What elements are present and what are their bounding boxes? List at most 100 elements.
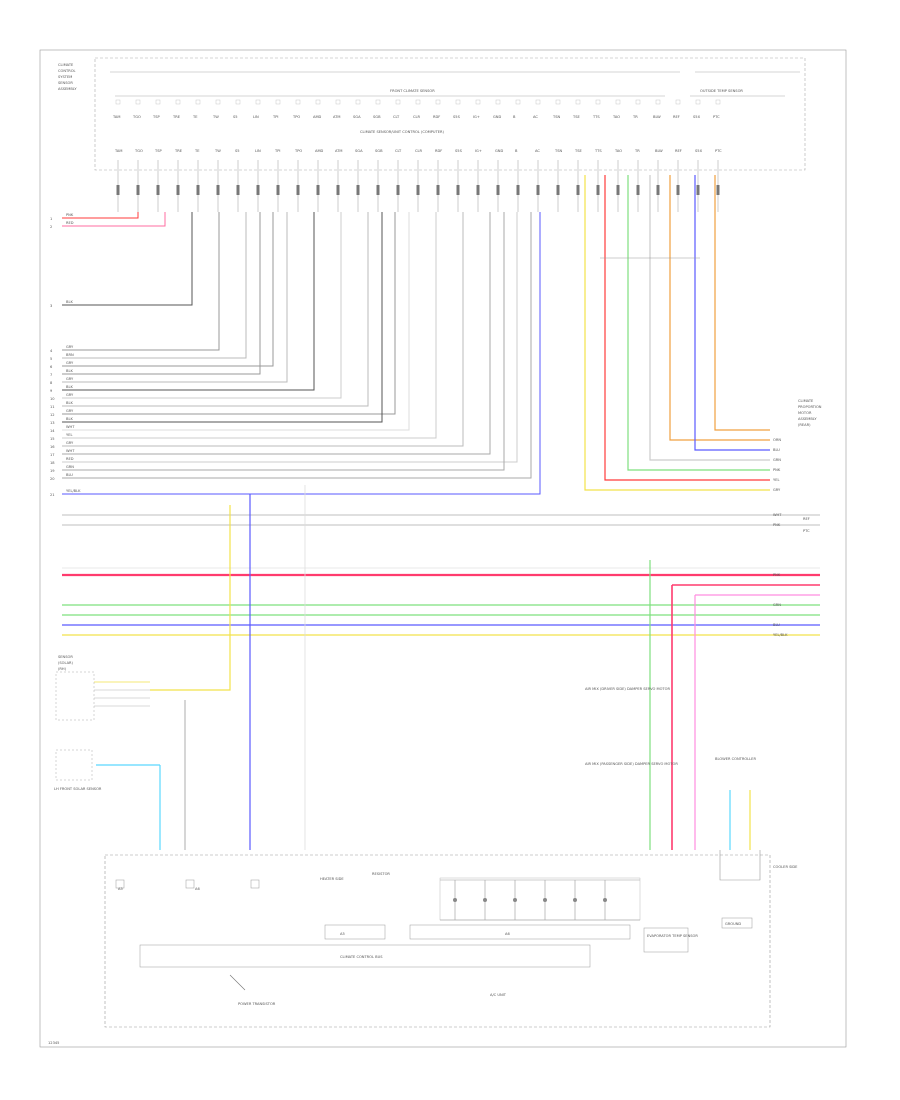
top-pin-label: S5X [693, 115, 701, 119]
top-pin-number: TSE [574, 149, 582, 153]
top-pin-label: CLT [393, 115, 400, 119]
left-pin-number: 7 [50, 373, 52, 377]
svg-text:CLIMATE: CLIMATE [798, 399, 814, 403]
wire [719, 850, 761, 881]
diode [483, 898, 487, 902]
wire-connector [536, 185, 540, 195]
wire-connector [256, 185, 260, 195]
top-pin-number: TPO [294, 149, 302, 153]
top-pin-number: GND [495, 149, 503, 153]
svg-text:(SOLAR): (SOLAR) [58, 661, 74, 665]
svg-text:ASSEMBLY: ASSEMBLY [58, 87, 77, 91]
svg-text:(REAR): (REAR) [798, 423, 811, 427]
left-pin-number: 10 [50, 397, 55, 401]
top-pin-label: PTC [713, 115, 720, 119]
top-pin-number: TAM [114, 149, 122, 153]
left-wire-color: RED [66, 457, 74, 461]
wire [62, 212, 315, 391]
left-pin-number: 9 [50, 389, 53, 393]
wire [62, 212, 288, 383]
svg-text:A5: A5 [118, 887, 123, 891]
wire-connector [476, 185, 480, 195]
left-wire-color: GRN [66, 465, 74, 469]
wire-connector [596, 185, 600, 195]
svg-text:EVAPORATOR TEMP SENSOR: EVAPORATOR TEMP SENSOR [647, 934, 698, 938]
outer-frame [39, 49, 847, 1048]
right-wire-color: GRY [773, 488, 781, 492]
pin-marker [115, 99, 121, 105]
svg-text:SENSOR: SENSOR [58, 655, 73, 659]
control-unit-title: CLIMATE SENSOR/UNIT CONTROL (COMPUTER) [360, 130, 445, 134]
wire-connector [156, 185, 160, 195]
pin-marker [135, 99, 141, 105]
left-pin-number: 15 [50, 437, 55, 441]
pin-marker [335, 99, 341, 105]
wire-connector [356, 185, 360, 195]
left-pin-number: 12 [50, 413, 55, 417]
pin-marker [595, 99, 601, 105]
wire-connector [216, 185, 220, 195]
pin-marker [575, 99, 581, 105]
wire-connector [696, 185, 700, 195]
top-pin-number: TE [194, 149, 200, 153]
wire [62, 212, 261, 375]
svg-text:(RH): (RH) [58, 667, 67, 671]
diode [453, 898, 457, 902]
left-pin-number: 4 [50, 349, 53, 353]
top-pin-label: CLR [413, 115, 421, 119]
component [250, 879, 260, 889]
left-pin-number: 11 [50, 405, 55, 409]
pin-marker [475, 99, 481, 105]
right-wire-color: PNK [773, 573, 781, 577]
wire [62, 212, 491, 455]
right-assembly-label: CLIMATE PROPORTION MOTOR ASSEMBLY (REAR) [798, 399, 822, 427]
motor-label-b: AIR MIX (PASSENGER SIDE) DAMPER SERVO MO… [585, 762, 678, 766]
left-pin-number: 20 [50, 477, 55, 481]
wire-connector [336, 185, 340, 195]
wire-connector [496, 185, 500, 195]
svg-text:PROPORTION: PROPORTION [798, 405, 822, 409]
top-pin-number: TAO [614, 149, 622, 153]
top-pin-number: PTC [715, 149, 722, 153]
left-pin-number: 17 [50, 453, 55, 457]
right-wire-color: ORN [773, 438, 781, 442]
left-wire-color: YEL [66, 433, 72, 437]
left-wire-color: BLU [66, 473, 73, 477]
wire [62, 212, 532, 479]
wire [229, 974, 246, 991]
left-wire-color: GRY [66, 441, 74, 445]
top-pin-label: TAM [112, 115, 120, 119]
top-pin-number: TSP [154, 149, 162, 153]
wire [62, 212, 541, 495]
top-pin-number: S5S [455, 149, 463, 153]
top-pin-label: GND [493, 115, 501, 119]
left-wire-color: WHT [66, 425, 75, 429]
wire-connector [296, 185, 300, 195]
top-pin-label: AMD [313, 115, 322, 119]
left-wire-color: BLK [66, 300, 73, 304]
wire-connector [556, 185, 560, 195]
top-pin-number: LIN [255, 149, 261, 153]
top-pin-label: TSP [152, 115, 160, 119]
wire [584, 175, 770, 491]
wire [669, 175, 770, 441]
top-pin-number: ATM [335, 149, 342, 153]
top-pin-label: TW [212, 115, 219, 119]
diode [573, 898, 577, 902]
pin-marker [155, 99, 161, 105]
pin-marker [175, 99, 181, 105]
left-pin-number: 18 [50, 461, 55, 465]
top-pin-number: SGA [355, 149, 363, 153]
diode [513, 898, 517, 902]
wire-connector [136, 185, 140, 195]
diode [603, 898, 607, 902]
top-pin-label: ATM [333, 115, 340, 119]
left-pin-number: 5 [50, 357, 52, 361]
top-pin-number: AMD [315, 149, 324, 153]
top-pin-number: AC [535, 149, 540, 153]
svg-text:A6: A6 [195, 887, 200, 891]
left-wire-color: BLK [66, 369, 73, 373]
svg-text:HEATER SIDE: HEATER SIDE [320, 877, 344, 881]
